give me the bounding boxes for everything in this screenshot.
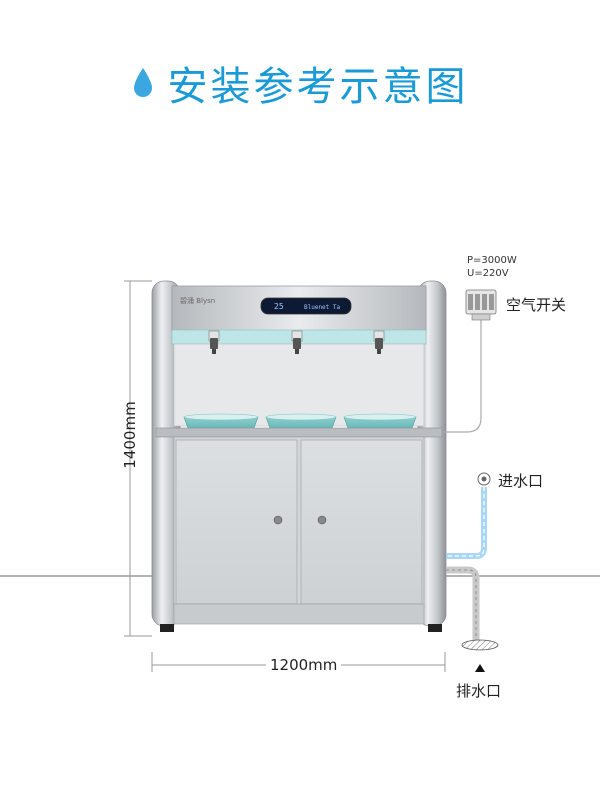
brand-label: 碧涌 Blysn <box>180 297 216 305</box>
water-drop-icon <box>133 68 152 97</box>
air-switch-label: 空气开关 <box>506 296 567 314</box>
floor-drain-icon <box>461 639 499 651</box>
faucet-middle <box>291 330 303 354</box>
display-right-text: Bluenet Ta <box>304 304 341 311</box>
counter-ledge <box>155 427 443 438</box>
inlet-pipe <box>446 487 487 559</box>
water-dispenser <box>151 280 447 632</box>
foot-left <box>160 624 174 632</box>
power-value: P=3000W <box>467 255 517 266</box>
faucet-left <box>208 330 220 354</box>
power-cable <box>442 318 482 433</box>
height-dimension <box>124 280 152 637</box>
page-title-area: 安装参考示意图 <box>0 54 600 112</box>
water-inlet-label: 进水口 <box>498 472 544 490</box>
foot-right <box>428 624 442 632</box>
page-title: 安装参考示意图 <box>167 64 469 110</box>
height-dimension-wrap: 1400mm <box>80 401 180 468</box>
display-left-text: 25 <box>274 302 284 311</box>
base-plinth <box>173 603 425 625</box>
drain-arrow-icon <box>475 664 485 672</box>
faucet-area <box>173 343 425 427</box>
drain-outlet-label: 排水口 <box>456 682 502 700</box>
lock-right-icon <box>317 515 327 525</box>
width-dimension-label: 1200mm <box>266 656 342 674</box>
faucet-right <box>373 330 385 354</box>
height-dimension-label: 1400mm <box>121 401 139 469</box>
voltage-value: U=220V <box>467 268 509 279</box>
lock-left-icon <box>273 515 283 525</box>
display-screen <box>260 297 352 315</box>
air-switch-icon <box>465 289 497 321</box>
power-spec: P=3000W U=220V <box>467 254 517 280</box>
drain-pipe <box>446 566 480 640</box>
